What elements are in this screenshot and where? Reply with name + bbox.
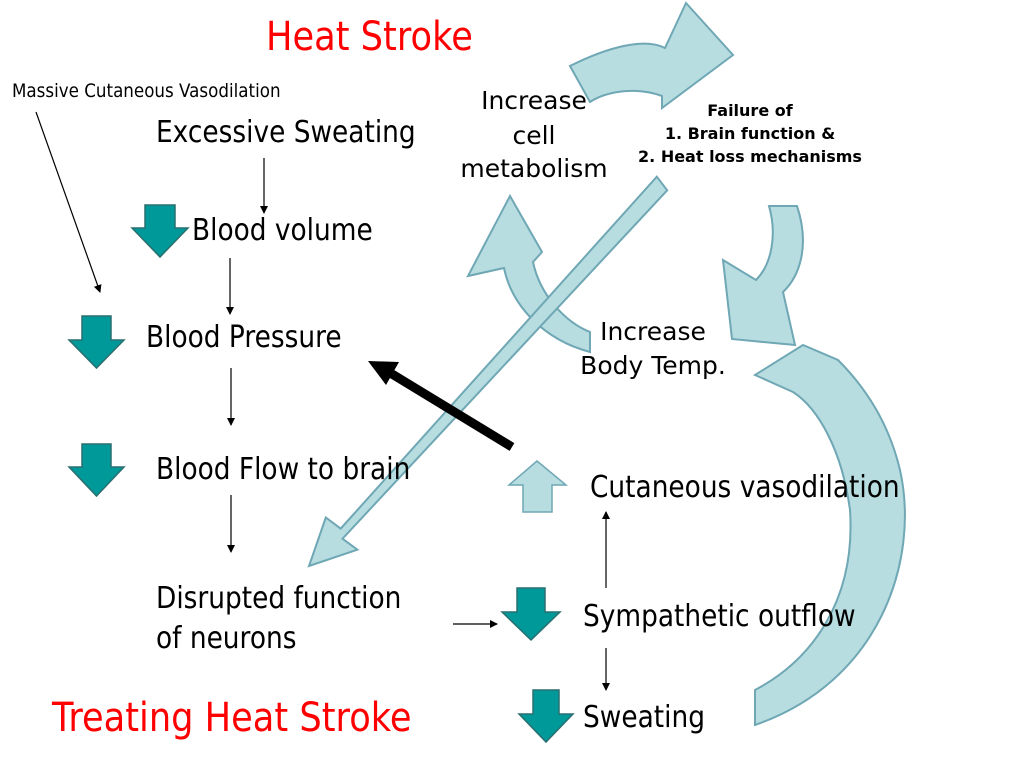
cycle-arrow-top — [568, 1, 735, 110]
down-arrow-icon — [67, 315, 126, 370]
label-sympathetic-outflow: Sympathetic outflow — [583, 599, 856, 634]
large-curved-arrow — [752, 343, 906, 727]
title-treating-heat-stroke: Treating Heat Stroke — [52, 695, 412, 741]
label-blood-pressure: Blood Pressure — [146, 320, 342, 355]
down-arrow-icon — [500, 587, 562, 642]
cycle-arrow-right — [721, 205, 804, 347]
label-blood-flow-to-brain: Blood Flow to brain — [156, 452, 411, 487]
up-arrow-icon — [506, 460, 569, 513]
label-blood-volume: Blood volume — [192, 213, 373, 248]
cycle-arrow-left — [466, 193, 591, 354]
label-increase-body-temp-line2: Body Temp. — [580, 351, 726, 380]
down-arrow-icon — [517, 689, 575, 744]
bold-arrow-shaft — [389, 370, 515, 451]
label-failure-line1: Failure of — [707, 101, 793, 120]
note-massive-cutaneous-vasodilation: Massive Cutaneous Vasodilation — [12, 80, 281, 102]
label-cutaneous-vasodilation: Cutaneous vasodilation — [590, 470, 900, 505]
bold-arrow-head — [368, 361, 399, 385]
down-arrow-icon — [130, 204, 190, 259]
title-heat-stroke: Heat Stroke — [266, 14, 473, 60]
label-increase-cell-metabolism-line1: Increase — [481, 86, 587, 115]
connector-note-to-pressure — [35, 111, 102, 293]
label-increase-body-temp-line1: Increase — [600, 317, 706, 346]
label-disrupted-function-line2: of neurons — [156, 621, 297, 656]
label-disrupted-function-line1: Disrupted function — [156, 581, 402, 616]
down-arrow-icon — [67, 443, 126, 498]
label-increase-cell-metabolism-line3: metabolism — [460, 154, 608, 183]
label-failure-line3: 2. Heat loss mechanisms — [638, 147, 862, 166]
label-excessive-sweating: Excessive Sweating — [156, 115, 416, 150]
label-failure-line2: 1. Brain function & — [664, 124, 836, 143]
label-increase-cell-metabolism-line2: cell — [512, 121, 556, 150]
label-sweating: Sweating — [583, 700, 705, 735]
long-diagonal-arrow — [307, 175, 669, 568]
